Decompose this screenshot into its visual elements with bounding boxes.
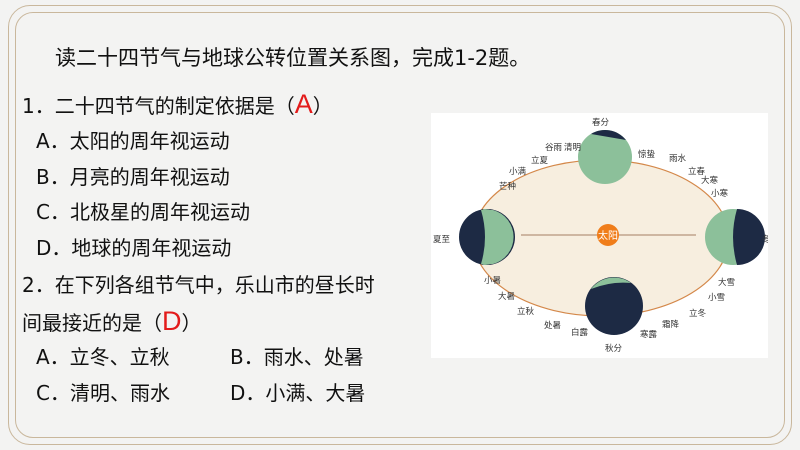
q2-option-b: B．雨水、处暑	[230, 345, 364, 369]
earth-summer	[459, 209, 515, 265]
label-dongzhi: 冬至	[762, 234, 768, 245]
term-label: 立秋	[517, 306, 535, 317]
term-label: 立冬	[689, 308, 707, 319]
term-label: 芒种	[499, 181, 516, 192]
answer-1: A	[294, 89, 313, 119]
earth-winter	[705, 209, 765, 265]
label-chunfen: 春分	[592, 117, 610, 128]
sun-icon	[597, 224, 619, 246]
question-2-line2: 间最接近的是（D）	[22, 306, 202, 336]
earth-spring	[578, 130, 632, 184]
term-label: 处暑	[544, 320, 561, 331]
term-label: 大暑	[498, 291, 515, 302]
question-2-line1: 2．在下列各组节气中，乐山市的昼长时	[22, 273, 375, 297]
inner-frame	[15, 12, 785, 438]
q1-option-d: D．地球的周年视运动	[36, 236, 232, 260]
page-title: 读二十四节气与地球公转位置关系图，完成1-2题。	[55, 46, 531, 70]
answer-2: D	[162, 306, 182, 336]
term-label: 清明	[564, 142, 581, 153]
term-label: 大寒	[701, 175, 719, 186]
q2-option-d: D．小满、大暑	[230, 381, 366, 405]
question-1: 1．二十四节气的制定依据是（A）	[22, 89, 333, 119]
q1-option-c: C．北极星的周年视运动	[36, 200, 250, 224]
q2-option-c: C．清明、雨水	[36, 381, 170, 405]
term-label: 寒露	[640, 329, 658, 340]
label-qiufen: 秋分	[605, 343, 623, 354]
solar-terms-orbit-diagram: 太阳 春分 夏至 秋分 冬至 谷雨 清明 立夏 小满 芒种 惊蛰 雨水 立春 大…	[431, 113, 780, 358]
sun-label: 太阳	[598, 229, 618, 242]
term-label: 立夏	[531, 155, 549, 166]
earth-autumn	[585, 277, 643, 335]
term-label: 立春	[688, 166, 706, 177]
q1-option-a: A．太阳的周年视运动	[36, 129, 230, 153]
term-label: 小暑	[484, 275, 501, 286]
q2-option-a: A．立冬、立秋	[36, 345, 170, 369]
label-xiazhi: 夏至	[433, 235, 451, 245]
term-label: 小雪	[708, 292, 725, 303]
term-label: 小寒	[711, 188, 729, 199]
term-label: 谷雨	[545, 143, 563, 153]
term-label: 白露	[571, 327, 589, 338]
q1-option-b: B．月亮的周年视运动	[36, 165, 230, 189]
term-label: 大雪	[718, 277, 735, 288]
term-label: 惊蛰	[638, 149, 656, 160]
term-label: 小满	[509, 166, 527, 177]
outer-frame	[8, 5, 792, 445]
term-label: 雨水	[669, 153, 687, 164]
term-label: 霜降	[662, 319, 680, 330]
